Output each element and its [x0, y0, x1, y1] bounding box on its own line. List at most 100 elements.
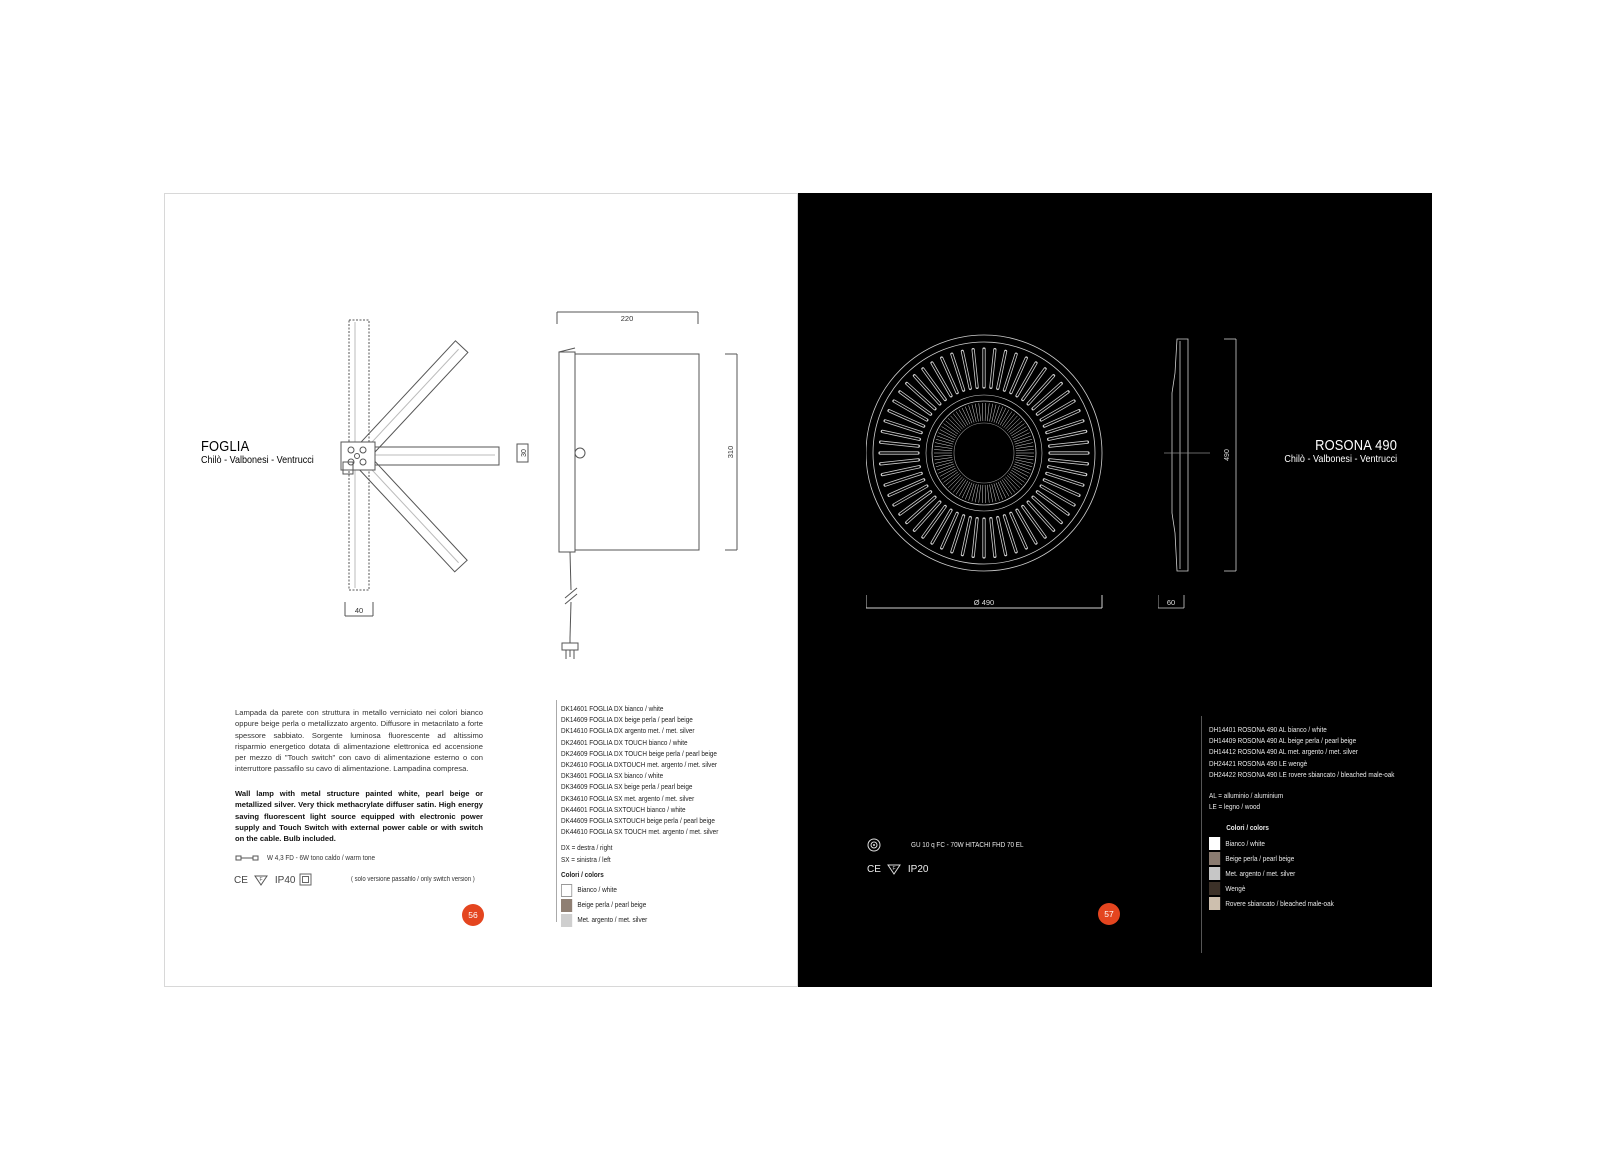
rosona-inner-line [941, 469, 957, 480]
rosona-inner-line [1009, 471, 1025, 483]
rosona-inner-line [1015, 459, 1033, 464]
legend-row: AL = alluminio / aluminium [1209, 791, 1284, 801]
double-insulation-icon [299, 873, 312, 886]
color-label: Beige perla / pearl beige [1225, 854, 1295, 864]
foglia-side-drawing: 220 30 310 [516, 311, 738, 659]
rosona-inner-line [1001, 479, 1013, 495]
rosona-ray-pattern [878, 347, 1090, 559]
product-title: FOGLIA [201, 438, 250, 455]
rosona-ray-gap [880, 441, 919, 447]
rosona-ray-gap [1022, 368, 1046, 401]
rosona-inner-line [984, 403, 986, 422]
rosona-ray-gap [1016, 509, 1037, 544]
rosona-inner-line [968, 483, 975, 501]
rosona-ray-gap [1027, 375, 1055, 405]
color-option: Wengè [1209, 882, 1394, 896]
rosona-inner-line [987, 403, 990, 422]
column-divider [1201, 716, 1202, 953]
description-english: Wall lamp with metal structure painted w… [235, 789, 483, 844]
rosona-inner-line [1012, 429, 1029, 439]
page-number: 57 [1098, 903, 1120, 925]
ce-mark: CE [234, 874, 248, 886]
rosona-ray-gap [961, 350, 971, 389]
rosona-inner-line [935, 442, 953, 447]
code-row: DK24601 FOGLIA DX TOUCH bianco / white [561, 737, 688, 747]
color-swatch [1209, 852, 1221, 866]
certifications: CE F IP20 [867, 863, 928, 875]
switch-note: ( solo versione passafilo / only switch … [351, 876, 476, 884]
rosona-inner-line [991, 404, 997, 423]
rosona-ray-gap [884, 420, 922, 434]
rosona-inner-line [934, 445, 953, 449]
dim-width-label: 220 [621, 314, 634, 323]
color-swatch [561, 913, 573, 927]
rosona-ray-gap [1048, 466, 1087, 476]
ip-rating: IP40 [274, 874, 296, 886]
rosona-inner-pattern [934, 403, 1034, 503]
description-italian: Lampada da parete con struttura in metal… [235, 708, 483, 774]
rosona-inner-line [1003, 478, 1015, 493]
rosona-inner-line [965, 482, 973, 500]
rosona-inner-line [993, 405, 1000, 423]
bulb-info: W 4,3 FD - 6W tono caldo / warm tone [235, 852, 393, 863]
rosona-ray-gap [899, 491, 932, 515]
product-codes-list: DH14401 ROSONA 490 AL bianco / white DH1… [1209, 724, 1394, 912]
color-label: Met. argento / met. silver [1225, 869, 1296, 879]
designer-names: Chilò - Valbonesi - Ventrucci [201, 454, 314, 466]
rosona-inner-line [1013, 463, 1032, 471]
rosona-inner-line [955, 479, 967, 495]
product-title: ROSONA 490 [1314, 437, 1397, 454]
rosona-inner-line [978, 403, 981, 422]
rosona-inner-line [1008, 420, 1023, 433]
spotlight-bulb-icon [867, 838, 881, 852]
rosona-inner-line [1006, 475, 1021, 488]
rosona-inner-line [993, 483, 1000, 501]
color-swatch [1209, 882, 1221, 896]
certifications: CE F IP40 ( solo versione passafilo / on… [234, 873, 495, 887]
bulb-info: GU 10 q FC - 70W HITACHI FHD 70 EL [867, 838, 1042, 852]
rosona-ray-gap [1032, 496, 1062, 524]
rosona-inner-line [934, 454, 953, 457]
rosona-ray-gap [941, 357, 958, 394]
rosona-inner-line [935, 459, 953, 464]
color-label: Met. argento / met. silver [577, 915, 648, 925]
colors-title: Colori / colors [1226, 823, 1269, 833]
rosona-ray-gap [906, 496, 936, 524]
rosona-inner-line [936, 463, 955, 471]
rosona-ray-gap [931, 509, 952, 544]
rosona-inner-line [1014, 461, 1033, 468]
product-codes-list: DK14601 FOGLIA DX bianco / white DK14609… [561, 703, 718, 928]
rosona-ray-gap [931, 362, 952, 397]
product-heading: ROSONA 490 Chilò - Valbonesi - Ventrucci [1284, 437, 1397, 465]
rosona-ray-gap [922, 368, 946, 401]
rosona-inner-line [934, 449, 953, 452]
f-mark-icon: F [886, 864, 901, 875]
code-row: DK44601 FOGLIA SXTOUCH bianco / white [561, 804, 686, 814]
color-label: Rovere sbiancato / bleached male-oak [1225, 899, 1334, 909]
color-swatch [1209, 867, 1221, 881]
dim-height-label: 310 [726, 446, 735, 459]
rosona-inner-line [947, 475, 962, 488]
rosona-inner-line [1013, 432, 1030, 441]
designer-names: Chilò - Valbonesi - Ventrucci [1284, 453, 1397, 465]
rosona-inner-line [1006, 418, 1021, 431]
color-option: Bianco / white [561, 883, 718, 897]
code-row: DK14601 FOGLIA DX bianco / white [561, 704, 664, 713]
rosona-inner-line [991, 483, 997, 502]
rosona-ray-gap [961, 517, 971, 556]
rosona-ray-gap [1040, 485, 1075, 506]
color-swatch [561, 898, 573, 912]
dim-height-label: 490 [1224, 449, 1231, 461]
rosona-inner-line [943, 471, 959, 483]
rosona-inner-line [1003, 413, 1015, 428]
rosona-front-drawing: Ø 490 [866, 334, 1103, 609]
rosona-inner-line [943, 423, 959, 435]
rosona-inner-line [997, 407, 1007, 425]
rosona-ray-gap [1027, 501, 1055, 531]
rosona-inner-line [950, 476, 963, 491]
dim-diameter-label: Ø 490 [974, 598, 994, 607]
rosona-inner-line [1005, 415, 1018, 430]
rosona-ray-gap [951, 353, 965, 391]
legend-row: DX = destra / right [561, 843, 613, 853]
rosona-ray-gap [893, 485, 928, 506]
